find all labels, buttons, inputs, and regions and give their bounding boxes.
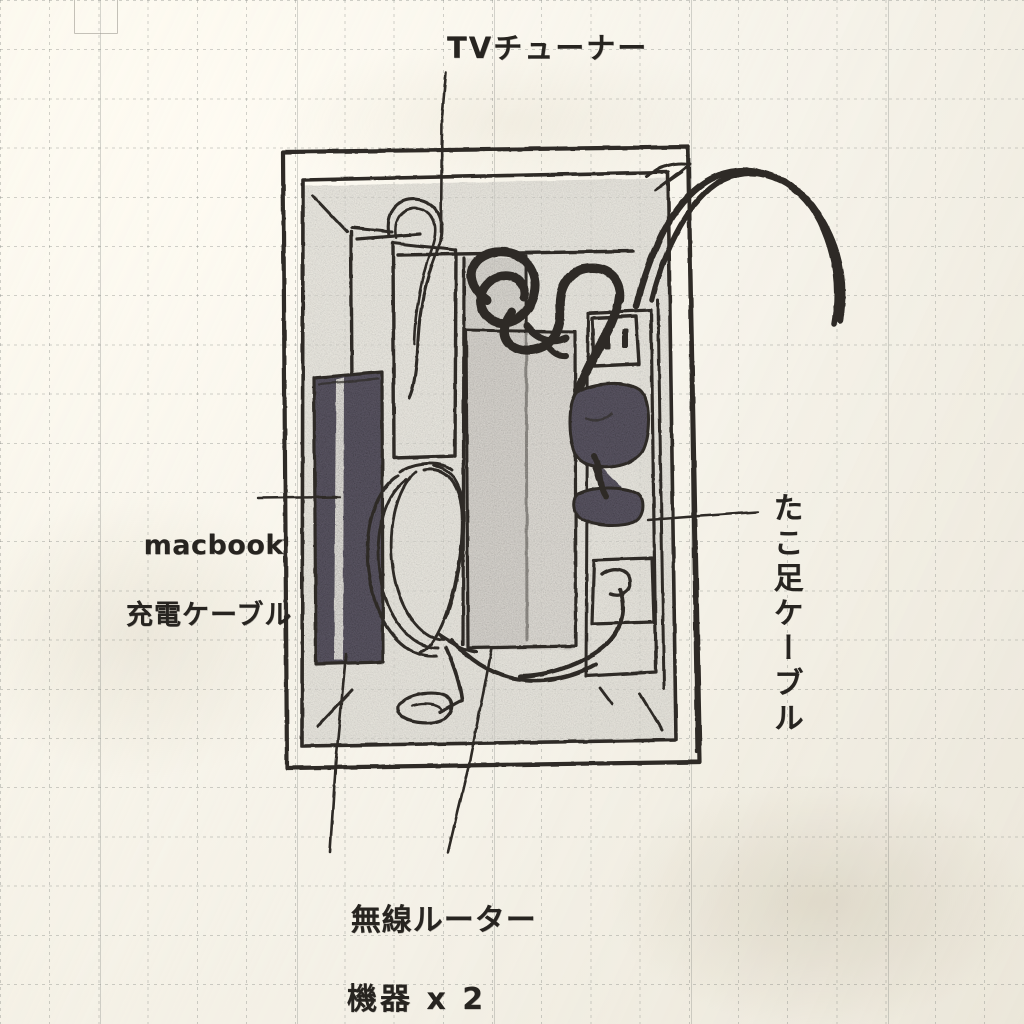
label-power-strip-cable: たこ足ケーブル (767, 492, 803, 737)
label-macbook-line1: macbook (143, 529, 284, 561)
label-macbook-charging-cable: macbook 充電ケーブル (104, 497, 292, 699)
paper-corner-mark (74, 0, 118, 34)
label-router-line2: 機器 x 2 (347, 981, 487, 1017)
label-tv-tuner: TVチューナー (447, 31, 649, 65)
label-wireless-router: 無線ルーター 機器 x 2 (305, 866, 537, 1024)
label-router-line1: 無線ルーター (350, 902, 537, 938)
label-macbook-line2: 充電ケーブル (126, 599, 293, 631)
